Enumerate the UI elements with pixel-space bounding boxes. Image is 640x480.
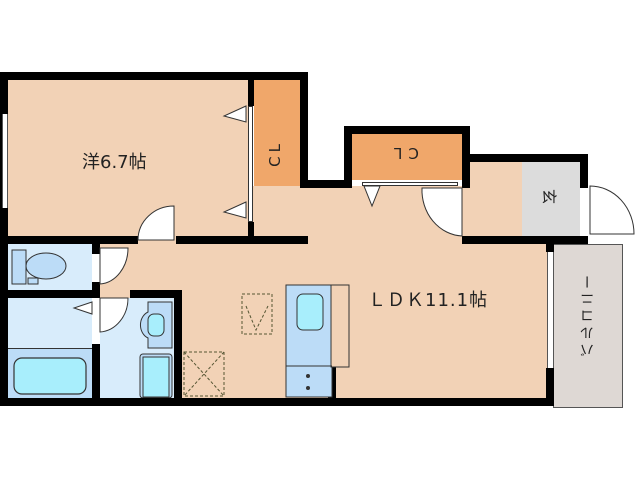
wall [8, 236, 138, 244]
kitchen-sink-icon [285, 284, 350, 398]
wall [344, 126, 352, 188]
closet-small [352, 134, 462, 180]
window [2, 114, 8, 208]
wall [176, 236, 308, 244]
wall [0, 398, 554, 406]
bathtub-icon [13, 357, 87, 395]
closet-main-label: CL [266, 140, 284, 167]
washing-machine-icon [139, 353, 173, 398]
wall [546, 244, 554, 252]
balcony-label: バルコニー [580, 272, 596, 357]
window [547, 252, 554, 368]
entrance-dirt-floor [522, 162, 580, 236]
wall [462, 236, 588, 244]
door-swing-icon [72, 301, 93, 315]
wall [248, 80, 254, 106]
wall [546, 368, 554, 406]
door-swing-icon [99, 297, 129, 333]
wall [580, 154, 588, 188]
closet-small-label: CL [388, 144, 419, 162]
wall [0, 72, 8, 406]
balcony [553, 244, 623, 408]
wall [92, 244, 100, 254]
wall [92, 344, 100, 406]
wall [130, 290, 182, 298]
ldk-label: ＬＤＫ11.1帖 [368, 290, 489, 311]
door-swing-icon [137, 205, 175, 241]
refrigerator-space-icon [241, 293, 273, 335]
wall [300, 72, 308, 186]
door-swing-icon [363, 185, 381, 208]
wall [8, 290, 100, 298]
door-swing-icon [222, 105, 247, 219]
wall [462, 154, 588, 162]
washbasin-icon [140, 301, 173, 349]
entrance-label: 玄 [540, 188, 559, 205]
entrance-door-icon[interactable] [588, 184, 638, 238]
wall [248, 222, 254, 244]
closet-small-door[interactable] [362, 182, 458, 186]
western-room-label: 洋6.7帖 [82, 152, 147, 173]
wall [174, 290, 182, 406]
wall [300, 180, 350, 188]
toilet-icon [11, 249, 67, 285]
floor-storage-icon [183, 351, 225, 397]
wall [344, 126, 470, 134]
wall [0, 72, 308, 80]
door-swing-icon [99, 247, 129, 285]
closet-door[interactable] [248, 106, 253, 222]
entrance-floor [470, 162, 522, 236]
door-swing-icon [421, 187, 463, 237]
